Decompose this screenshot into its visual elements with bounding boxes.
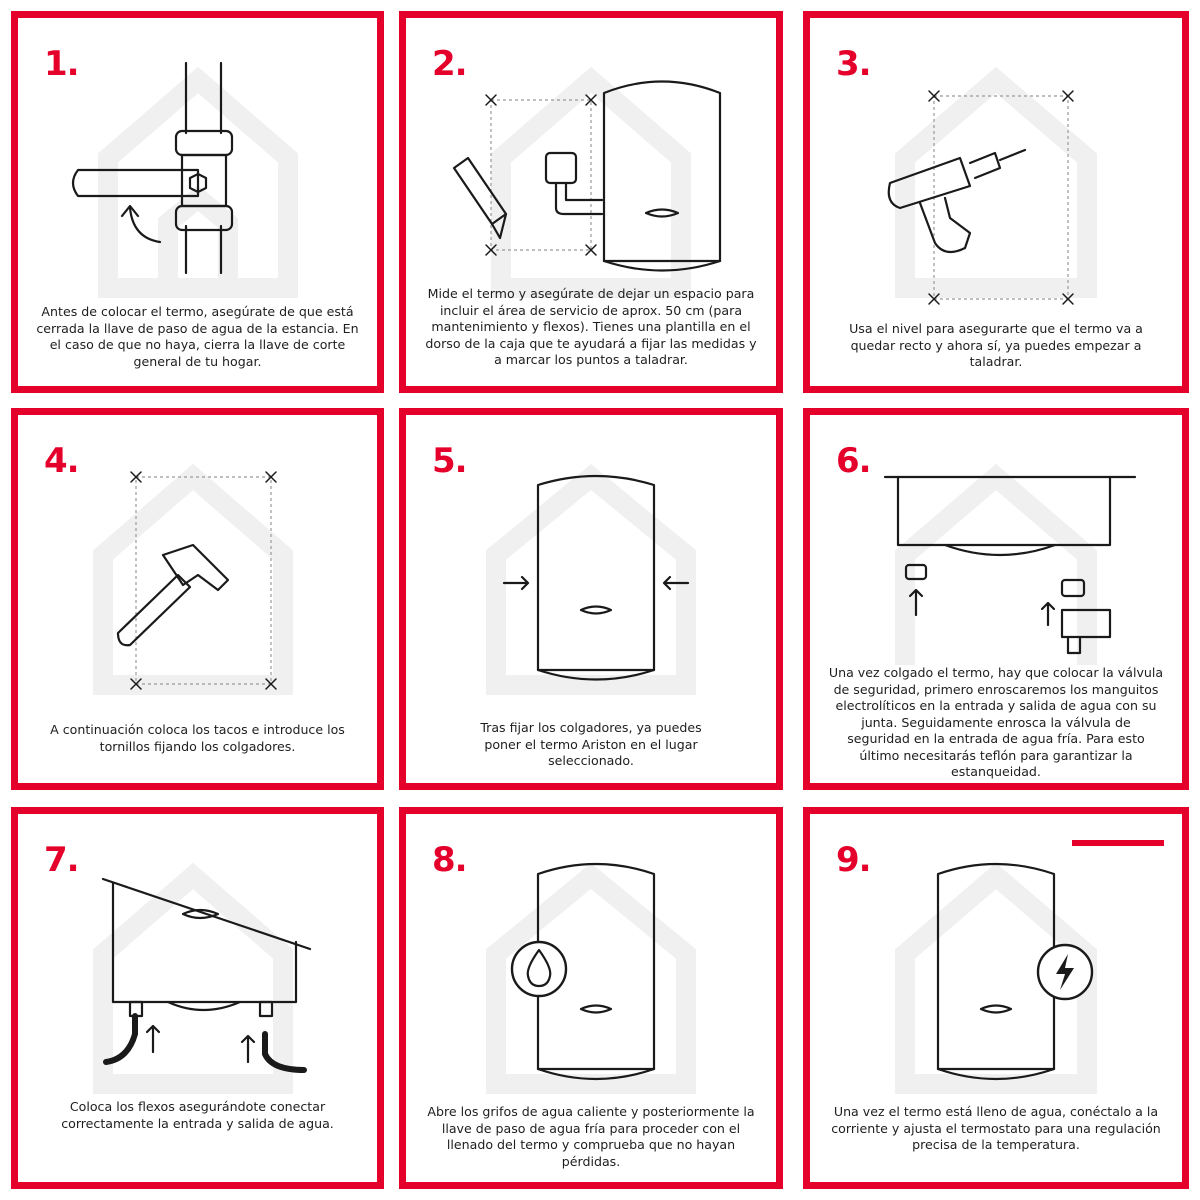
step-2-text: Mide el termo y asegúrate de dejar un es…	[425, 286, 757, 367]
step-6-text: Una vez colgado el termo, hay que coloca…	[828, 665, 1164, 779]
step-8-panel: 8. Abre los grifos de agua caliente y po…	[399, 807, 783, 1189]
lightning-icon	[895, 862, 1097, 1094]
decorative-red-bar	[1072, 840, 1164, 846]
step-1-number: 1.	[44, 44, 80, 84]
step-4-number: 4.	[44, 441, 80, 481]
flex-hoses-icon	[93, 862, 312, 1094]
step-7-number: 7.	[44, 840, 80, 880]
step-3-number: 3.	[836, 44, 872, 84]
water-drop-icon	[486, 862, 696, 1094]
step-3-panel: 3. Usa el nivel para asegurarte que el t…	[803, 11, 1189, 393]
step-5-text: Tras fijar los colgadores, ya puedes pon…	[480, 720, 702, 768]
step-9-number: 9.	[836, 840, 872, 880]
water-heater-icon	[486, 464, 696, 695]
step-3-text: Usa el nivel para asegurarte que el term…	[849, 321, 1143, 369]
step-9-panel: 9. Una vez el termo está lleno de agua, …	[803, 807, 1189, 1189]
step-1-text: Antes de colocar el termo, asegúrate de …	[36, 304, 359, 369]
drill-icon	[887, 66, 1097, 305]
step-6-number: 6.	[836, 441, 872, 481]
safety-valve-icon	[883, 463, 1137, 665]
step-2-panel: 2. Mide el termo y asegúrate de dejar un…	[399, 11, 783, 393]
step-1-panel: 1. Antes de colocar el termo, asegúrate …	[11, 11, 384, 393]
step-6-panel: 6. Una vez colgado el termo, hay que col…	[803, 408, 1189, 790]
step-8-number: 8.	[432, 840, 468, 880]
step-9-text: Una vez el termo está lleno de agua, con…	[831, 1104, 1161, 1152]
step-7-panel: 7. Coloca los flexos asegurándote conect…	[11, 807, 384, 1189]
step-5-number: 5.	[432, 441, 468, 481]
step-8-text: Abre los grifos de agua caliente y poste…	[427, 1104, 755, 1169]
hammer-icon	[93, 463, 293, 695]
step-4-panel: 4. A continuación coloca los tacos e int…	[11, 408, 384, 790]
valve-handle-icon	[71, 61, 298, 298]
pencil-tape-measure-icon	[452, 66, 722, 298]
step-4-text: A continuación coloca los tacos e introd…	[50, 722, 345, 754]
step-5-panel: 5. Tras fijar los colgadores, ya puedes …	[399, 408, 783, 790]
step-2-number: 2.	[432, 44, 468, 84]
step-7-text: Coloca los flexos asegurándote conectar …	[61, 1099, 334, 1131]
